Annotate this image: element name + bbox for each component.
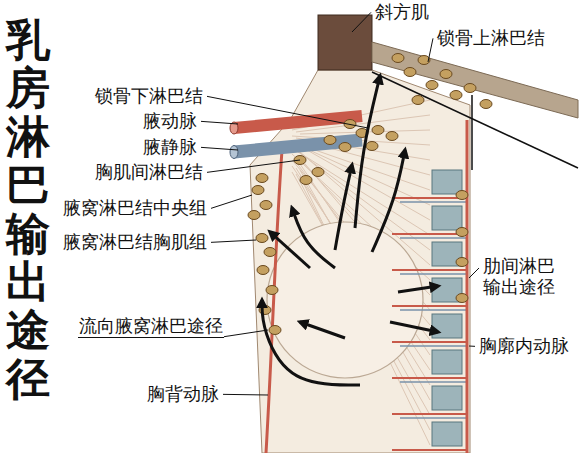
lymph-node xyxy=(300,176,312,185)
lymph-node xyxy=(260,201,272,210)
axillary-vein xyxy=(234,140,362,152)
intercostal-artery xyxy=(392,341,467,343)
rib xyxy=(432,422,462,446)
lymph-node xyxy=(456,294,468,303)
lymph-node xyxy=(256,234,268,243)
flow-arrow xyxy=(262,300,360,385)
flow-arrow xyxy=(300,322,345,338)
leader-line xyxy=(469,268,479,278)
lymph-node xyxy=(252,186,264,195)
rib xyxy=(432,386,462,410)
part-label: 腋动脉 xyxy=(142,111,198,132)
part-label: 腋窝淋巴结胸肌组 xyxy=(62,232,208,253)
leader-line xyxy=(224,330,268,337)
lymph-node xyxy=(456,258,468,267)
leader-line xyxy=(211,240,256,242)
rib xyxy=(432,350,462,374)
lymph-node xyxy=(404,68,416,77)
flow-arrow xyxy=(390,322,438,332)
rib xyxy=(432,206,462,230)
leader-line xyxy=(201,121,238,124)
intercostal-artery xyxy=(392,305,467,307)
lymph-node xyxy=(264,248,276,257)
intercostal-vein xyxy=(400,417,467,419)
intercostal-vein xyxy=(400,201,467,203)
flow-arrow xyxy=(398,286,438,292)
lymph-node xyxy=(257,266,269,275)
intercostal-vein xyxy=(400,309,467,311)
vertical-title: 乳房淋巴输出途径 xyxy=(6,16,50,403)
lymph-node xyxy=(464,84,476,93)
intercostal-vein xyxy=(400,345,467,347)
lymph-nodes xyxy=(248,54,492,335)
leader-lines xyxy=(201,12,479,395)
flow-arrow xyxy=(335,165,352,250)
breast-outline xyxy=(267,222,423,378)
panel-edge xyxy=(471,95,473,170)
part-label: 腋窝淋巴结中央组 xyxy=(62,198,208,219)
lymph-node xyxy=(324,136,336,145)
intercostal-artery xyxy=(392,197,467,199)
lymph-node xyxy=(480,100,492,109)
flow-arrow xyxy=(372,150,405,252)
trapezius-muscle xyxy=(318,15,372,70)
internal-thoracic-artery xyxy=(466,120,469,453)
lymph-node xyxy=(312,168,324,177)
clavicle-band xyxy=(372,42,578,118)
part-label: 胸廓内动脉 xyxy=(478,336,570,357)
vein-cut-end xyxy=(230,146,238,159)
leader-line xyxy=(352,12,371,32)
intercostal-vein xyxy=(400,237,467,239)
rib xyxy=(432,170,462,194)
lymph-node xyxy=(339,143,351,152)
lymph-node xyxy=(269,326,281,335)
part-label: 锁骨上淋巴结 xyxy=(436,28,546,49)
lymph-node xyxy=(456,228,468,237)
lymph-node xyxy=(456,191,468,200)
lymph-node xyxy=(450,91,462,100)
intercostal-artery xyxy=(392,377,467,379)
lymph-node xyxy=(248,211,260,220)
part-label: 流向腋窝淋巴途径 xyxy=(78,316,224,338)
intercostal-artery xyxy=(392,269,467,271)
rib-column xyxy=(392,170,467,453)
part-label: 斜方肌 xyxy=(374,2,430,23)
thoracodorsal-artery xyxy=(266,150,282,453)
flow-arrow xyxy=(270,232,310,268)
leader-line xyxy=(469,346,475,347)
intercostal-artery xyxy=(392,449,467,451)
leader-line xyxy=(207,160,300,172)
intercostal-vein xyxy=(400,381,467,383)
leader-line xyxy=(223,394,268,396)
lymph-node xyxy=(426,81,438,90)
intercostal-vein xyxy=(400,273,467,275)
leader-line xyxy=(201,147,238,150)
lymph-node xyxy=(440,70,452,79)
part-label: 胸肌间淋巴结 xyxy=(94,162,204,183)
lymph-node xyxy=(372,126,384,135)
part-label: 锁骨下淋巴结 xyxy=(94,86,204,107)
intercostal-artery xyxy=(392,413,467,415)
lymph-node xyxy=(366,142,378,151)
leader-line xyxy=(211,195,252,208)
part-label: 肋间淋巴 输出途径 xyxy=(482,256,563,297)
axillary-artery xyxy=(234,116,362,128)
flow-arrow xyxy=(355,76,380,228)
lymph-node xyxy=(386,132,398,141)
flow-arrows xyxy=(262,76,438,385)
lymph-node xyxy=(412,96,424,105)
part-label: 胸背动脉 xyxy=(146,384,220,405)
rib xyxy=(432,314,462,338)
lymph-node xyxy=(256,174,268,183)
lymph-node xyxy=(392,54,404,63)
lymph-node xyxy=(266,286,278,295)
leader-line xyxy=(428,38,433,62)
part-label: 腋静脉 xyxy=(142,137,198,158)
